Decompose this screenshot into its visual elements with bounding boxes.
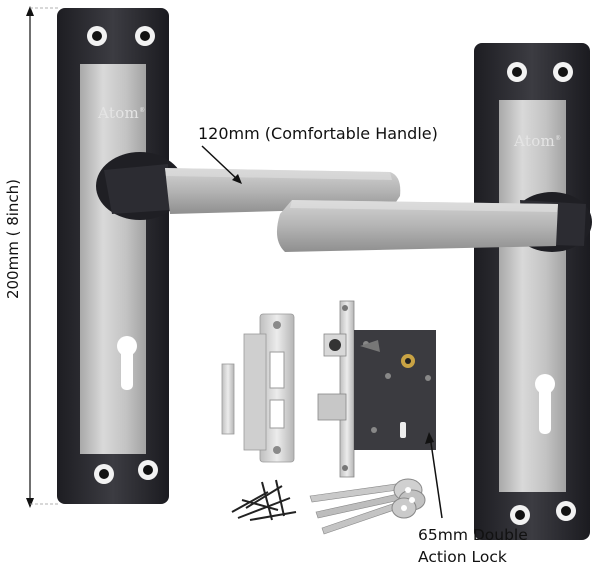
keys <box>309 478 426 535</box>
screw-hole-icon <box>87 26 158 484</box>
screws <box>231 479 297 521</box>
left-handle-plate <box>57 8 169 504</box>
screw-hole-icon <box>507 62 576 525</box>
mortise-lock-body <box>317 300 436 478</box>
right-handle-plate <box>474 43 590 540</box>
handle-arrow-icon <box>201 145 242 184</box>
right-brand-logo: Atom® <box>514 132 562 150</box>
right-lever-handle <box>276 200 558 252</box>
left-brand-logo: Atom® <box>98 104 146 122</box>
keyhole-icon <box>117 336 137 390</box>
height-dimension-line <box>26 6 60 508</box>
height-dimension-label: 200mm ( 8inch) <box>4 178 22 300</box>
left-handle-rose <box>96 152 184 220</box>
strike-plate <box>243 313 295 463</box>
keyhole-icon <box>535 374 555 434</box>
handle-length-label: 120mm (Comfortable Handle) <box>198 124 438 143</box>
lock-size-label-line2: Action Lock <box>418 548 507 566</box>
lock-size-label: 65mm Double Action Lock <box>418 524 528 568</box>
latch-bar <box>221 363 235 435</box>
lock-size-label-line1: 65mm Double <box>418 526 528 544</box>
lock-arrow-icon <box>425 432 443 519</box>
